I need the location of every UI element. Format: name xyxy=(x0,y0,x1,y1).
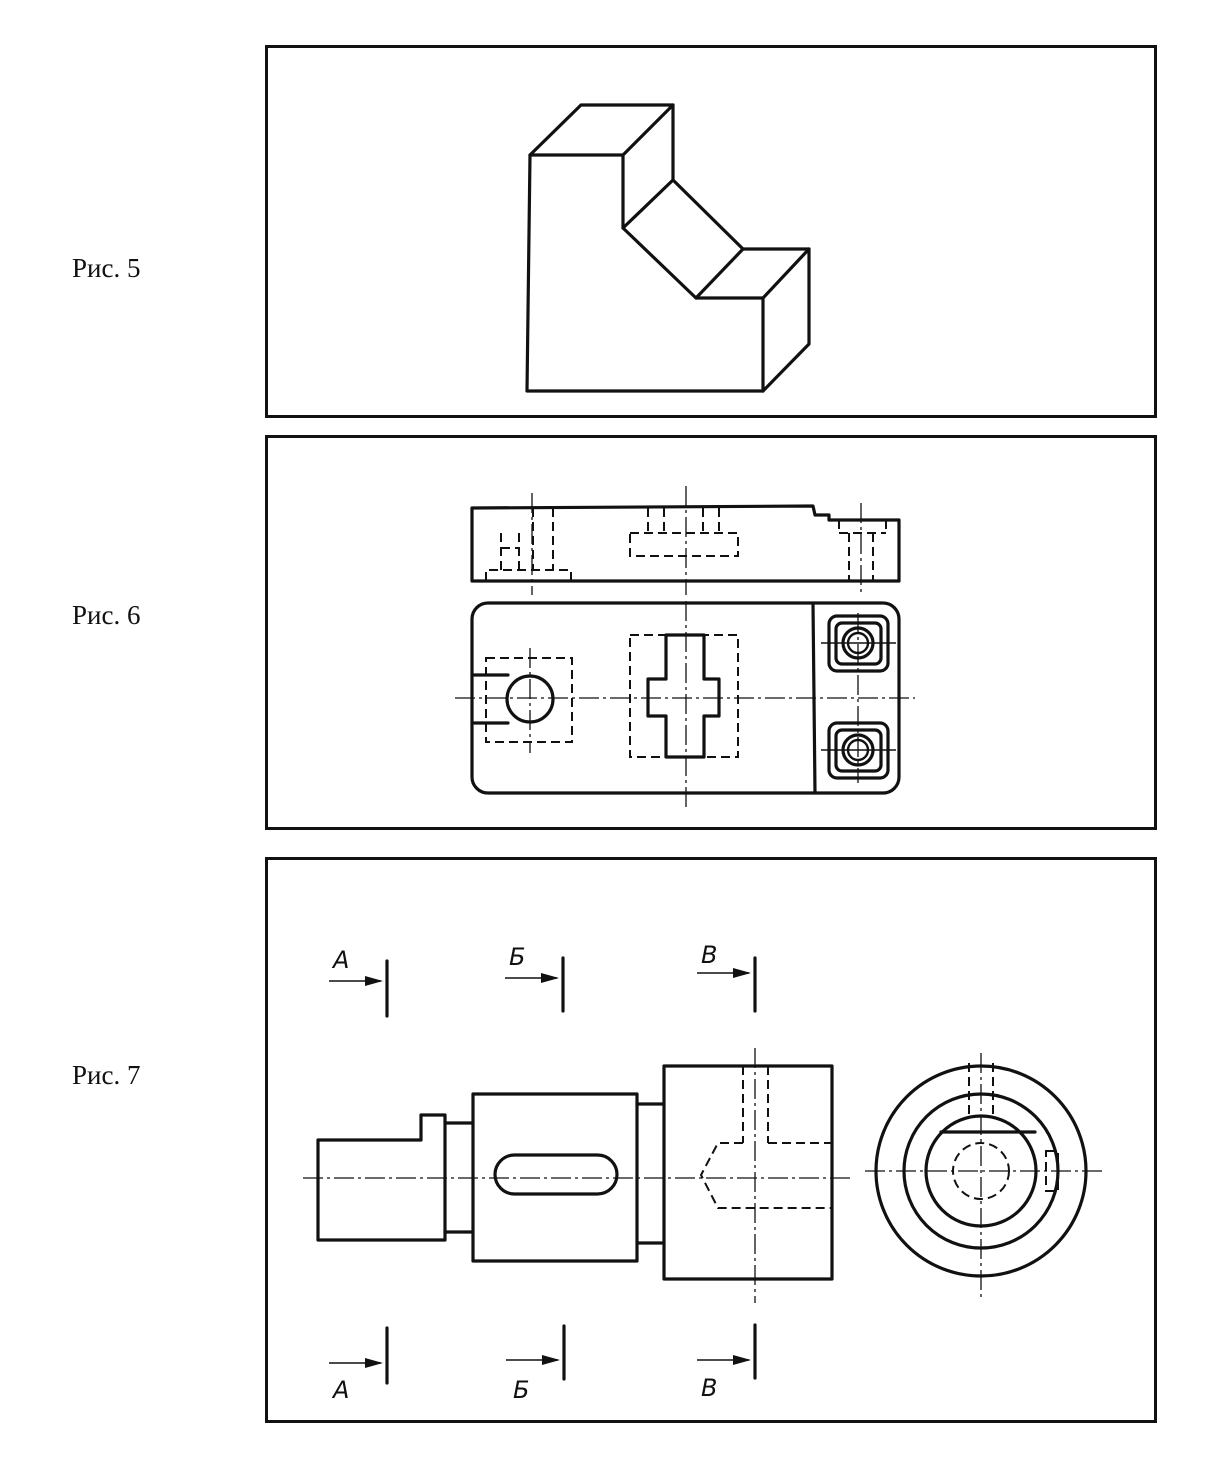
svg-text:Б: Б xyxy=(513,1376,529,1404)
two-view-plate-drawing xyxy=(455,486,915,811)
keyway-slot xyxy=(493,1153,619,1196)
svg-text:В: В xyxy=(701,941,717,969)
figure-7-panel: А Б В А xyxy=(265,857,1157,1423)
shaft-right-block xyxy=(662,1064,834,1281)
svg-text:А: А xyxy=(331,1376,349,1404)
section-marker-v-top: В xyxy=(697,941,757,1013)
section-marker-b-top: Б xyxy=(505,943,565,1013)
front-view-outline xyxy=(470,504,901,583)
section-marker-v-bottom: В xyxy=(697,1323,757,1402)
figure-5-panel xyxy=(265,45,1157,418)
isometric-bracket-drawing xyxy=(525,103,811,393)
section-marker-b-bottom: Б xyxy=(506,1324,566,1404)
section-marker-a-top: А xyxy=(329,946,389,1018)
svg-text:В: В xyxy=(701,1374,717,1402)
figure-5-caption: Рис. 5 xyxy=(72,253,141,283)
svg-text:Б: Б xyxy=(509,943,525,971)
shaft-drawing: А Б В А xyxy=(303,941,1105,1404)
figure-6-caption: Рис. 6 xyxy=(72,600,141,630)
end-view xyxy=(865,1053,1105,1298)
svg-text:А: А xyxy=(331,946,349,974)
section-marker-a-bottom: А xyxy=(329,1326,389,1404)
shaft-left-end xyxy=(316,1113,447,1242)
figure-6-panel xyxy=(265,435,1157,830)
figure-7-caption: Рис. 7 xyxy=(72,1060,141,1090)
